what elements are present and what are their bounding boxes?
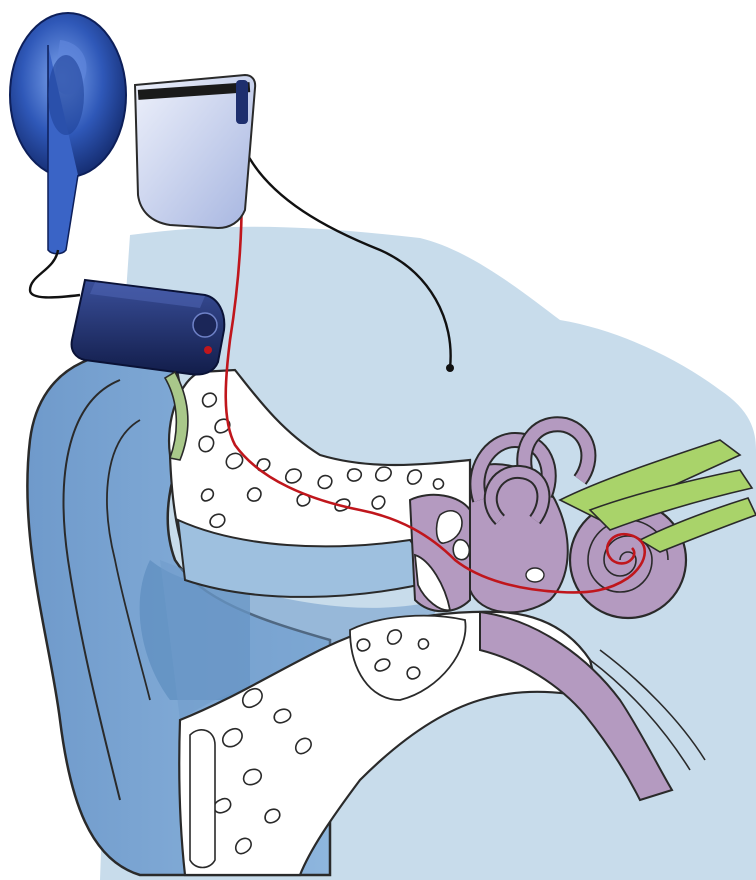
coil-cable — [30, 250, 80, 297]
headpiece-coil — [10, 13, 126, 254]
sound-processor — [72, 280, 225, 375]
round-window — [526, 568, 544, 582]
reference-electrode-tip — [446, 364, 454, 372]
receiver-stimulator — [135, 75, 255, 228]
styloid-outline — [190, 730, 215, 868]
processor-indicator — [204, 346, 212, 354]
processor-dial — [193, 313, 217, 337]
